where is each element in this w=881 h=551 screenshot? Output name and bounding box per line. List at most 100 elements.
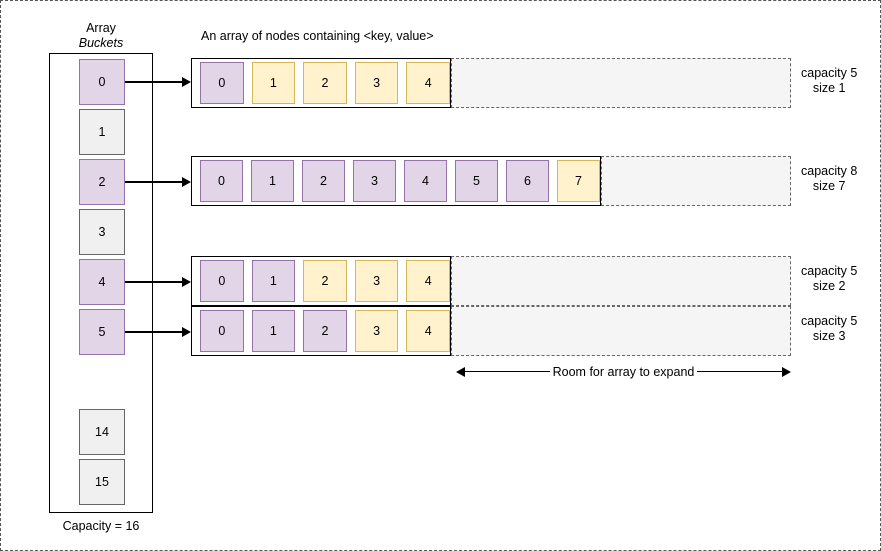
expand-caption: Room for array to expand xyxy=(549,365,698,379)
bucket-cell[interactable]: 5 xyxy=(79,309,125,355)
bucket-index-label: 2 xyxy=(98,175,106,189)
node-cell[interactable]: 4 xyxy=(404,160,447,202)
bucket-cell[interactable]: 0 xyxy=(79,59,125,105)
bucket-array-heading-line1: Array xyxy=(86,21,116,35)
arrow-right-icon xyxy=(782,366,791,377)
node-cell[interactable]: 1 xyxy=(251,310,296,352)
node-cell-label: 3 xyxy=(373,274,381,288)
array-capacity-label: capacity 5 xyxy=(801,66,858,80)
bucket-cell[interactable]: 4 xyxy=(79,259,125,305)
node-cell[interactable]: 3 xyxy=(353,160,396,202)
node-cell-label: 4 xyxy=(424,324,432,338)
bucket-index-label: 0 xyxy=(98,75,106,89)
array-expand-zone xyxy=(601,156,791,206)
bucket-capacity-label: Capacity = 16 xyxy=(62,519,140,533)
node-array-box: 0 1 2 3 4 xyxy=(191,256,451,306)
node-array-box: 0 1 2 3 4 5 6 7 xyxy=(191,156,601,206)
bucket-cell[interactable]: 2 xyxy=(79,159,125,205)
node-cell-label: 2 xyxy=(321,76,329,90)
node-cell[interactable]: 1 xyxy=(251,62,296,104)
node-cell-label: 1 xyxy=(269,274,277,288)
node-cell[interactable]: 6 xyxy=(506,160,549,202)
node-cell[interactable]: 2 xyxy=(303,62,347,104)
bucket-index-label: 14 xyxy=(95,425,109,439)
expand-room-annotation: Room for array to expand xyxy=(456,361,791,383)
node-cell[interactable]: 3 xyxy=(354,62,399,104)
node-cell[interactable]: 2 xyxy=(303,260,347,302)
bucket-index-label: 15 xyxy=(95,475,109,489)
node-cell[interactable]: 1 xyxy=(251,160,294,202)
node-cell-label: 1 xyxy=(269,76,277,90)
node-cell[interactable]: 0 xyxy=(200,62,244,104)
node-cell-label: 0 xyxy=(218,324,226,338)
bucket-connector-line xyxy=(125,331,182,333)
array-expand-zone xyxy=(451,256,791,306)
node-cell[interactable]: 0 xyxy=(200,310,244,352)
node-cell-label: 2 xyxy=(321,274,329,288)
node-cell[interactable]: 2 xyxy=(302,160,345,202)
arrow-left-icon xyxy=(456,366,465,377)
node-array-title: An array of nodes containing <key, value… xyxy=(201,29,434,43)
node-cell-label: 5 xyxy=(473,174,480,188)
node-cell[interactable]: 0 xyxy=(200,260,244,302)
bucket-array-heading-line2: Buckets xyxy=(78,36,124,50)
node-cell-label: 4 xyxy=(424,274,432,288)
node-cell[interactable]: 3 xyxy=(354,310,399,352)
bucket-connector-line xyxy=(125,281,182,283)
node-cell-label: 7 xyxy=(575,174,582,188)
node-cell-label: 2 xyxy=(321,324,329,338)
node-cell-label: 3 xyxy=(373,76,381,90)
node-cell[interactable]: 4 xyxy=(406,310,450,352)
node-cell-label: 1 xyxy=(269,324,277,338)
bucket-connector-arrow-icon xyxy=(182,77,191,87)
array-expand-zone xyxy=(451,58,791,108)
expand-caption-wrap: Room for array to expand xyxy=(456,363,791,381)
array-size-label: size 1 xyxy=(812,81,846,95)
bucket-index-label: 1 xyxy=(98,125,106,139)
node-cell-label: 3 xyxy=(373,324,381,338)
array-expand-zone xyxy=(451,306,791,356)
array-size-label: size 2 xyxy=(812,279,846,293)
node-cell-label: 0 xyxy=(218,274,226,288)
node-array-box: 0 1 2 3 4 xyxy=(191,58,451,108)
node-cell-label: 6 xyxy=(524,174,531,188)
array-size-label: size 7 xyxy=(812,179,846,193)
node-cell-label: 4 xyxy=(424,76,432,90)
node-cell[interactable]: 3 xyxy=(354,260,399,302)
node-cell-label: 4 xyxy=(422,174,429,188)
bucket-index-label: 4 xyxy=(98,275,106,289)
node-cell[interactable]: 0 xyxy=(200,160,243,202)
node-cell-label: 0 xyxy=(218,174,225,188)
array-capacity-label: capacity 5 xyxy=(801,314,858,328)
node-cell[interactable]: 5 xyxy=(455,160,498,202)
bucket-connector-arrow-icon xyxy=(182,327,191,337)
node-cell-label: 1 xyxy=(269,174,276,188)
bucket-cell[interactable]: 15 xyxy=(79,459,125,505)
array-size-label: size 3 xyxy=(812,329,846,343)
node-cell-label: 2 xyxy=(320,174,327,188)
node-cell[interactable]: 1 xyxy=(251,260,296,302)
bucket-cell[interactable]: 3 xyxy=(79,209,125,255)
bucket-connector-line xyxy=(125,181,182,183)
node-cell-label: 3 xyxy=(371,174,378,188)
node-cell[interactable]: 2 xyxy=(303,310,347,352)
bucket-index-label: 5 xyxy=(98,325,106,339)
bucket-cell[interactable]: 1 xyxy=(79,109,125,155)
bucket-connector-arrow-icon xyxy=(182,277,191,287)
bucket-connector-line xyxy=(125,81,182,83)
array-capacity-label: capacity 8 xyxy=(801,164,858,178)
node-array-box: 0 1 2 3 4 xyxy=(191,306,451,356)
node-cell[interactable]: 7 xyxy=(557,160,600,202)
node-cell[interactable]: 4 xyxy=(406,62,450,104)
array-capacity-label: capacity 5 xyxy=(801,264,858,278)
bucket-cell[interactable]: 14 xyxy=(79,409,125,455)
node-cell[interactable]: 4 xyxy=(406,260,450,302)
bucket-index-label: 3 xyxy=(98,225,106,239)
